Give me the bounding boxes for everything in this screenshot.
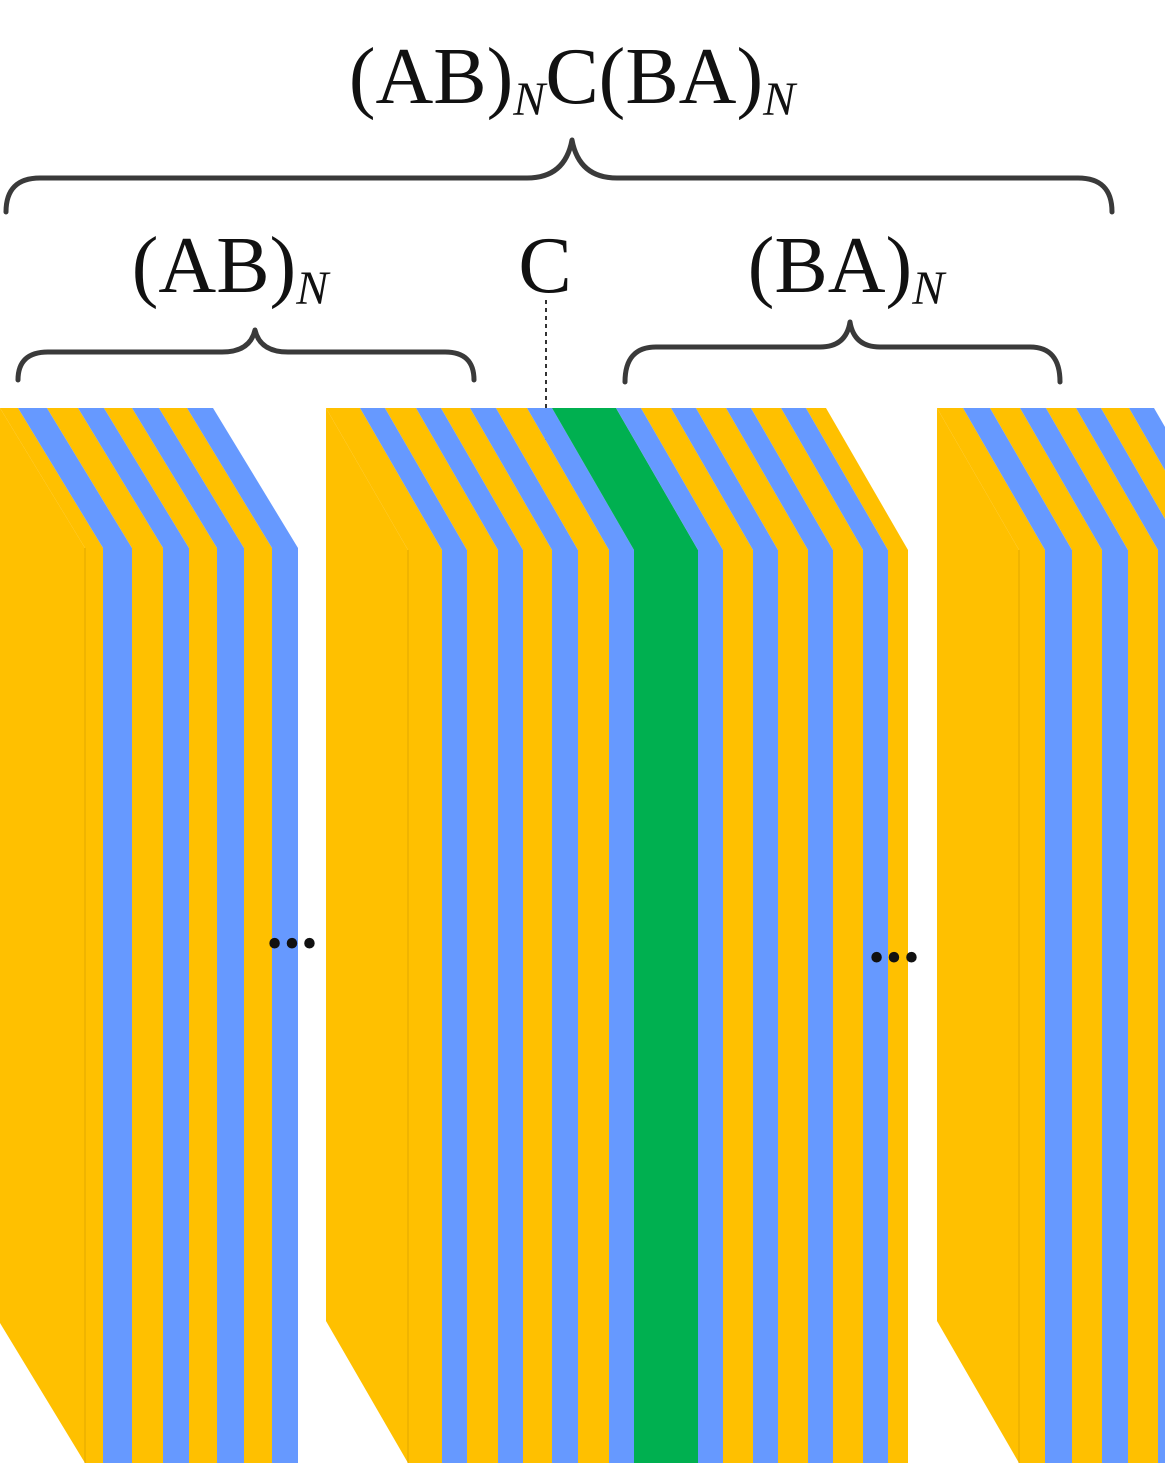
layer-A — [132, 548, 163, 1463]
layer-B-top — [360, 408, 467, 550]
layer-B-top — [78, 408, 189, 548]
layer-A — [523, 550, 552, 1463]
layer-A-top — [0, 408, 103, 548]
layer-B-top — [470, 408, 578, 550]
layer-A — [833, 550, 863, 1463]
layer-side-face — [326, 408, 408, 1463]
layer-B-top — [781, 408, 888, 550]
layer-B-top — [726, 408, 833, 550]
stack-right — [937, 408, 1165, 1463]
layer-B — [552, 550, 578, 1463]
layer-B — [272, 548, 298, 1463]
layer-side-face — [0, 408, 85, 1463]
layer-B-top — [1129, 408, 1165, 471]
layer-B — [498, 550, 523, 1463]
layer-B — [163, 548, 189, 1463]
layer-A — [189, 548, 217, 1463]
layer-A-top — [47, 408, 163, 548]
layer-A-top — [441, 408, 552, 550]
defect-layer-top — [552, 408, 698, 550]
layer-A-top — [990, 408, 1102, 550]
right-section-label: (BA)N — [748, 222, 947, 315]
layer-B — [1102, 550, 1128, 1463]
layer-B-top — [671, 408, 778, 550]
layer-A — [244, 548, 272, 1463]
layer-A-top — [496, 408, 609, 550]
layer-A — [1019, 550, 1045, 1463]
layer-A-top — [937, 408, 1045, 550]
layer-A — [1072, 550, 1102, 1463]
overall-structure-label: (AB)NC(BA)N — [349, 33, 798, 126]
layer-A-top — [104, 408, 217, 548]
layer-B-top — [1076, 408, 1165, 550]
layer-A — [578, 550, 609, 1463]
layer-A-top — [1046, 408, 1158, 550]
layer-B-top — [963, 408, 1072, 550]
layer-B — [698, 550, 723, 1463]
layer-A-top — [1101, 408, 1165, 519]
layer-A-top — [751, 408, 863, 550]
layer-B-top — [18, 408, 132, 548]
ellipsis-left: ••• — [267, 919, 319, 968]
overall-brace — [3, 137, 1115, 215]
layer-A-top — [385, 408, 498, 550]
layer-A — [778, 550, 808, 1463]
layer-B — [753, 550, 778, 1463]
stack-center — [326, 408, 908, 1463]
layer-B-top — [132, 408, 244, 548]
layer-side-face — [937, 408, 1019, 1463]
layer-A-top — [159, 408, 272, 548]
layer-B — [1045, 550, 1072, 1463]
layer-B — [442, 550, 467, 1463]
layer-B-top — [416, 408, 523, 550]
left-section-label: (AB)N — [132, 222, 331, 315]
layer-B — [609, 550, 634, 1463]
layer-B — [1158, 550, 1165, 1463]
layer-B — [863, 550, 888, 1463]
layer-B-top — [187, 408, 298, 548]
layer-A — [888, 550, 908, 1463]
defect-layer — [634, 550, 698, 1463]
layer-A-top — [806, 408, 908, 550]
right-brace — [622, 319, 1063, 385]
layer-A-top — [641, 408, 753, 550]
stack-left — [0, 408, 298, 1463]
ellipsis-right: ••• — [869, 933, 921, 982]
layer-A-top — [696, 408, 808, 550]
layer-B — [217, 548, 244, 1463]
layer-A — [408, 550, 442, 1463]
layer-A — [723, 550, 753, 1463]
defect-layer-label: C — [518, 222, 571, 310]
layer-A — [1128, 550, 1158, 1463]
layer-A-top — [326, 408, 442, 550]
layer-A — [85, 548, 103, 1463]
layer-B — [103, 548, 132, 1463]
layer-A — [467, 550, 498, 1463]
layer-B-top — [616, 408, 723, 550]
layer-B-top — [527, 408, 634, 550]
left-brace — [15, 327, 477, 383]
layer-B — [808, 550, 833, 1463]
layer-B-top — [1020, 408, 1128, 550]
